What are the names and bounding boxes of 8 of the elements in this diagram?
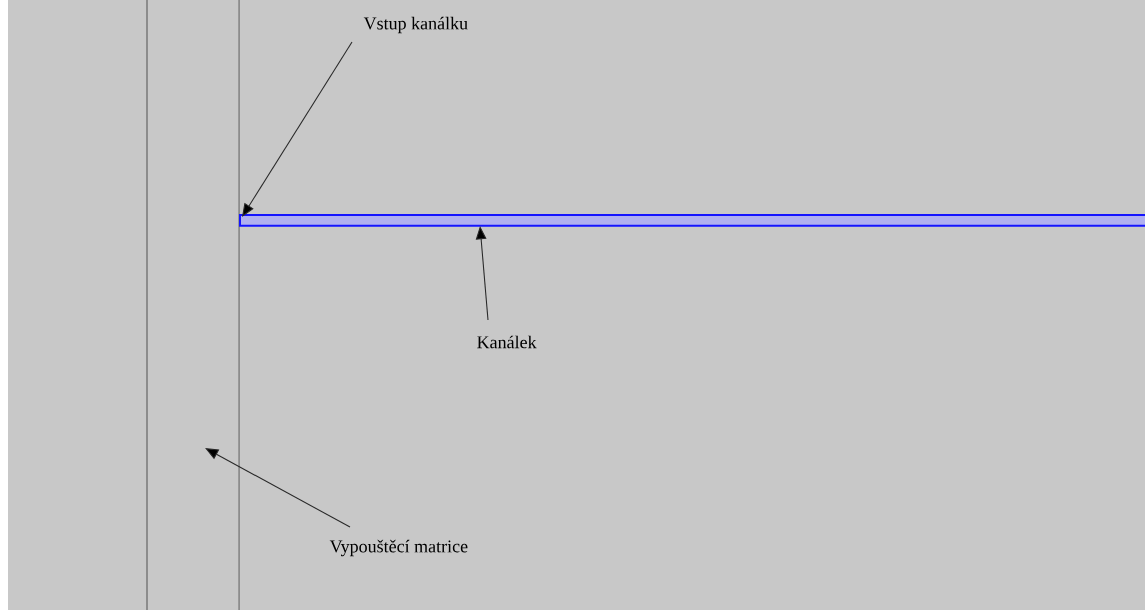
callout-label: Kanálek (477, 335, 537, 349)
matrix-band (146, 0, 240, 610)
leader-arrow (205, 448, 351, 528)
leader-arrow (475, 226, 489, 321)
callout-label: Vstup kanálku (363, 16, 468, 34)
leader-arrow (242, 41, 353, 217)
callout-label: Vypouštěcí matrice (329, 539, 468, 557)
channel-strip (239, 214, 1145, 227)
